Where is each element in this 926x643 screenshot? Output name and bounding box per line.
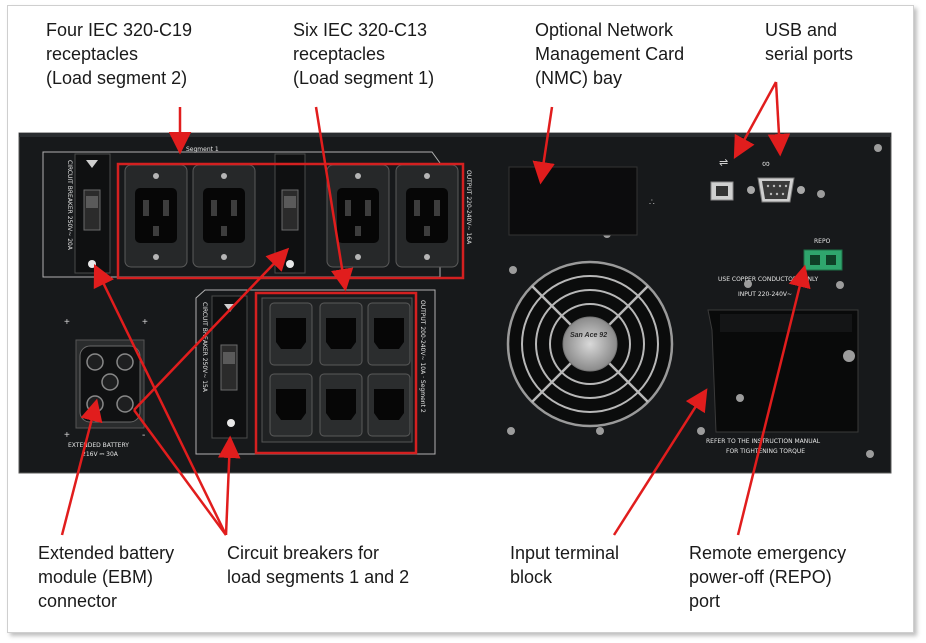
usb-serial-callout: USB and serial ports <box>765 20 854 64</box>
output-bottom-label: OUTPUT 200-240V~ 10A · Segment 2 <box>419 300 426 413</box>
breaker-switch-icon <box>274 153 306 274</box>
svg-text:-: - <box>142 430 145 441</box>
breaker-switch-icon <box>211 295 248 439</box>
manual-label-2: FOR TIGHTENING TORQUE <box>726 448 805 455</box>
manual-label-1: REFER TO THE INSTRUCTION MANUAL <box>706 438 821 445</box>
callout-arrows <box>60 81 811 536</box>
c19-highlight-box <box>116 162 465 280</box>
nmc-callout: Optional Network Management Card (NMC) b… <box>535 20 685 88</box>
svg-text:+: + <box>64 430 70 441</box>
c19-receptacles <box>124 164 459 268</box>
c13-receptacles <box>261 297 413 443</box>
c13-callout: Six IEC 320-C13 receptacles (Load segmen… <box>293 20 435 88</box>
nmc-bay <box>508 166 638 236</box>
segment-label: Segment 1 <box>186 146 219 153</box>
svg-text:+: + <box>64 317 70 328</box>
svg-text:⇌: ⇌ <box>719 157 728 169</box>
ebm-callout: Extended battery module (EBM) connector <box>38 543 175 611</box>
breaker-switch-icon <box>74 153 111 274</box>
battery-label-1: EXTENDED BATTERY <box>68 442 129 449</box>
svg-text:+: + <box>142 317 148 328</box>
breaker-top-label: CIRCUIT BREAKER 250V~ 20A <box>66 160 73 251</box>
breakers-callout: Circuit breakers for load segments 1 and… <box>227 543 410 587</box>
serial-icon: ∞ <box>747 158 805 203</box>
c13-highlight-box <box>254 291 418 455</box>
fan-grille-icon: San Ace 92 <box>506 260 674 428</box>
fan-brand: San Ace 92 <box>570 332 607 339</box>
breaker-bottom-label: CIRCUIT BREAKER 250V~ 15A <box>201 302 208 393</box>
nmc-indicator-icon: ∴ <box>649 197 655 207</box>
battery-label-2: 216V ⎓ 30A <box>82 451 119 458</box>
repo-panel-label: REPO <box>814 238 831 245</box>
usb-icon: ⇌ <box>710 157 734 201</box>
ebm-connector: + + + - <box>64 317 148 441</box>
copper-label: USE COPPER CONDUCTORS ONLY <box>718 276 819 283</box>
c19-callout: Four IEC 320-C19 receptacles (Load segme… <box>46 20 193 88</box>
input-terminal-callout: Input terminal block <box>510 543 620 587</box>
repo-callout: Remote emergency power-off (REPO) port <box>689 543 847 611</box>
input-terminal-cover <box>707 309 859 433</box>
input-rating-label: INPUT 220-240V~ <box>738 291 792 298</box>
svg-text:∞: ∞ <box>762 158 770 170</box>
output-top-label: OUTPUT 220-240V~ 16A <box>465 170 472 245</box>
repo-port <box>803 249 843 271</box>
